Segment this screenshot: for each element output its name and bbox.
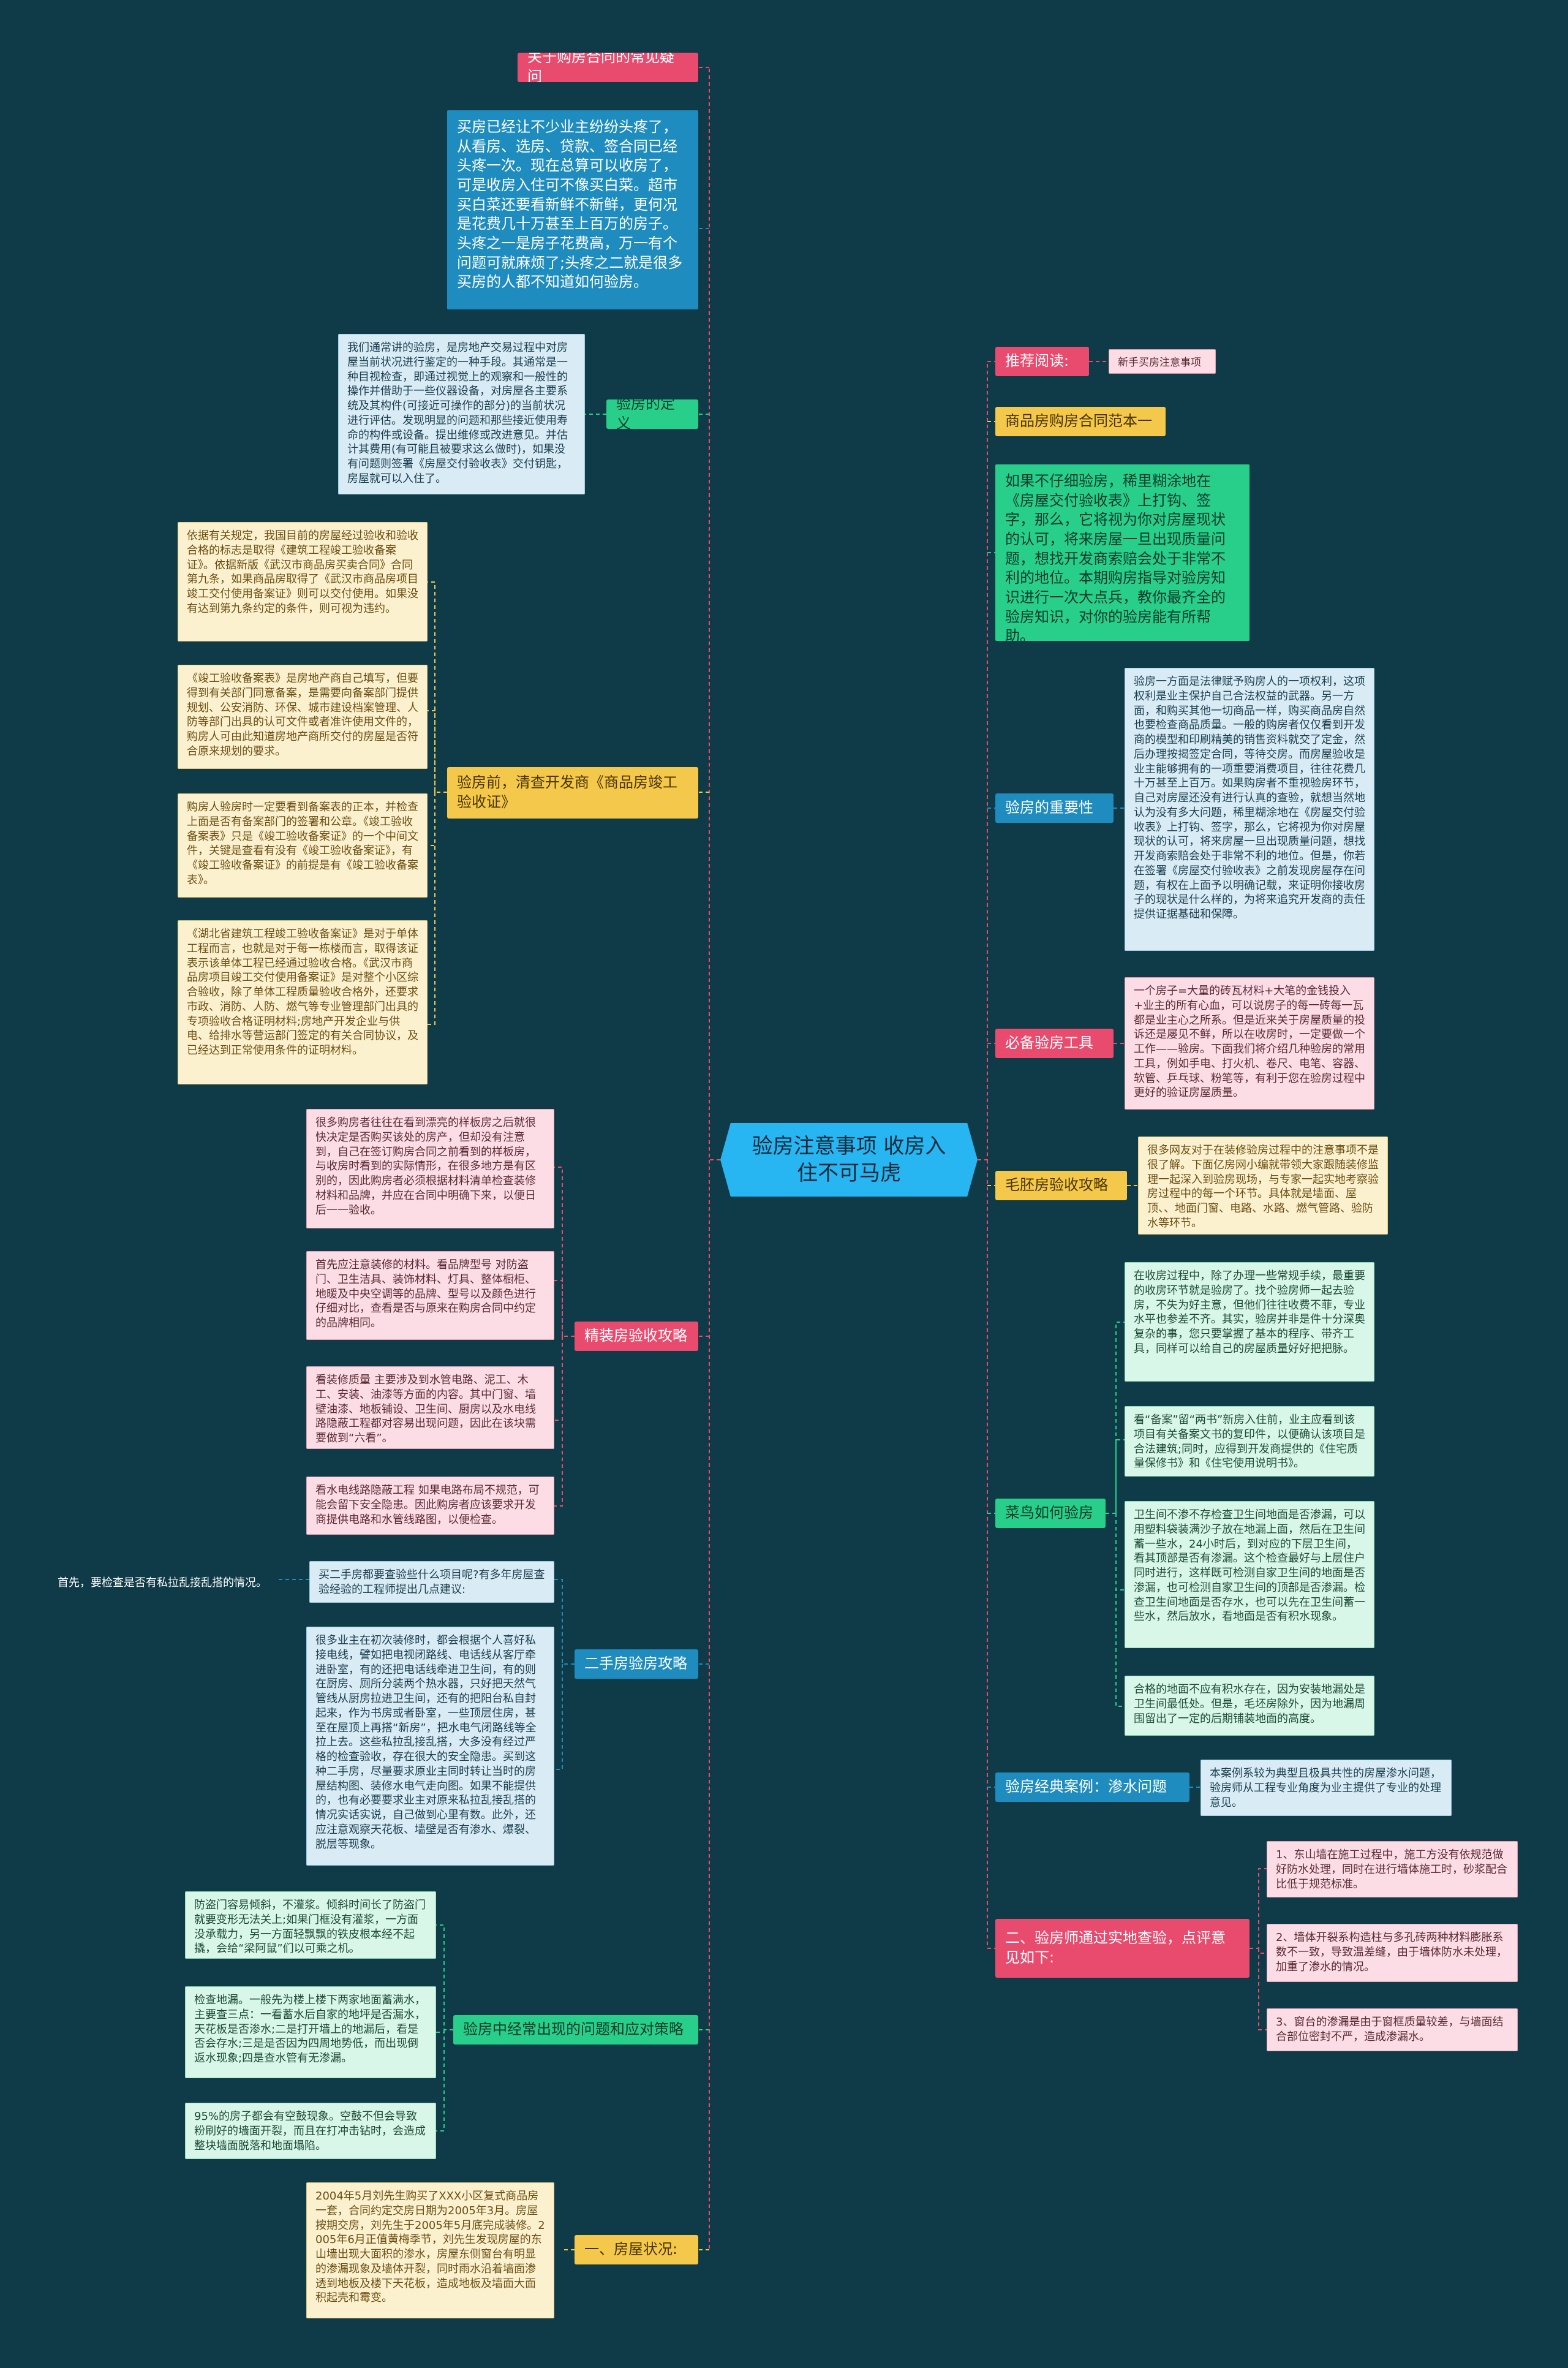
tools-topic[interactable]: 必备验房工具 — [995, 1029, 1114, 1058]
acceptance-item: 《湖北省建筑工程竣工验收备案证》是对于单体工程而言，也就是对于每一栋楼而言，取得… — [178, 920, 428, 1084]
definition-text: 我们通常讲的验房，是房地产交易过程中对房屋当前状况进行鉴定的一种手段。其通常是一… — [338, 334, 585, 494]
faq-topic[interactable]: 关于购房合同的常见疑问 — [518, 53, 698, 82]
classic-case-topic[interactable]: 验房经典案例：渗水问题 — [995, 1772, 1189, 1802]
decoration-item: 首先应注意装修的材料。看品牌型号 对防盗门、卫生洁具、装饰材料、灯具、整体橱柜、… — [306, 1251, 554, 1340]
inspection-item: 3、窗台的渗漏是由于窗框质量较差，与墙面结合部位密封不严，造成渗漏水。 — [1267, 2008, 1518, 2051]
case-status-topic[interactable]: 一、房屋状况: — [575, 2235, 698, 2264]
acceptance-item: 依据有关规定，我国目前的房屋经过验收和验收合格的标志是取得《建筑工程竣工验收备案… — [178, 522, 428, 641]
importance-text: 验房一方面是法律赋予购房人的一项权利，这项权利是业主保护自己合法权益的武器。另一… — [1125, 668, 1374, 951]
novice-item: 在收房过程中，除了办理一些常规手续，最重要的收房环节就是验房了。找个验房师一起去… — [1125, 1262, 1374, 1382]
case-status-text: 2004年5月刘先生购买了XXX小区复式商品房一套，合同约定交房日期为2005年… — [306, 2182, 554, 2318]
classic-case-text: 本案例系较为典型且极具共性的房屋渗水问题，验房师从工程专业角度为业主提供了专业的… — [1200, 1760, 1452, 1816]
common-issues-topic[interactable]: 验房中经常出现的问题和应对策略 — [453, 2015, 698, 2045]
novice-item: 合格的地面不应有积水存在，因为安装地漏处是卫生间最低处。但是，毛坯房除外，因为地… — [1125, 1676, 1374, 1736]
importance-topic[interactable]: 验房的重要性 — [995, 793, 1114, 823]
novice-item: 卫生间不渗不存检查卫生间地面是否渗漏，可以用塑料袋装满沙子放在地漏上面，然后在卫… — [1125, 1501, 1374, 1648]
inspection-item: 1、东山墙在施工过程中，施工方没有依规范做好防水处理，同时在进行墙体施工时，砂浆… — [1267, 1841, 1518, 1897]
inspection-topic[interactable]: 二、验房师通过实地查验，点评意见如下: — [995, 1919, 1250, 1978]
second-hand-topic[interactable]: 二手房验房攻略 — [575, 1649, 698, 1679]
decoration-item: 看装修质量 主要涉及到水管电路、泥工、木工、安装、油漆等方面的内容。其中门窗、墙… — [306, 1366, 554, 1449]
acceptance-topic[interactable]: 验房前，清查开发商《商品房竣工验收证》 — [447, 767, 698, 819]
second-hand-aside: 首先，要检查是否有私拉乱接乱搭的情况。 — [49, 1570, 276, 1594]
inspection-item: 2、墙体开裂系构造柱与多孔砖两种材料膨胀系数不一致，导致温差缝，由于墙体防水未处… — [1267, 1924, 1518, 1982]
common-issue-item: 防盗门容易倾斜，不灌浆。倾斜时间长了防盗门就要变形无法关上;如果门框没有灌浆，一… — [185, 1891, 436, 1959]
acceptance-item: 购房人验房时一定要看到备案表的正本，并检查上面是否有备案部门的签署和公章。《竣工… — [178, 793, 428, 898]
contract-template-topic[interactable]: 商品房购房合同范本一 — [995, 407, 1166, 436]
rough-house-topic[interactable]: 毛胚房验收攻略 — [995, 1171, 1127, 1200]
acceptance-item: 《竣工验收备案表》是房地产商自己填写，但要得到有关部门同意备案，是需要向备案部门… — [178, 665, 428, 769]
central-topic[interactable]: 验房注意事项 收房入住不可马虎 — [720, 1123, 978, 1197]
novice-topic[interactable]: 菜鸟如何验房 — [995, 1499, 1106, 1528]
recommend-link[interactable]: 新手买房注意事项 — [1109, 349, 1216, 374]
common-issue-item: 95%的房子都会有空鼓现象。空鼓不但会导致粉刷好的墙面开裂，而且在打冲击钻时，会… — [185, 2103, 436, 2159]
rough-house-text: 很多网友对于在装修验房过程中的注意事项不是很了解。下面亿房网小编就带领大家跟随装… — [1138, 1137, 1388, 1235]
decoration-item: 看水电线路隐蔽工程 如果电路布局不规范，可能会留下安全隐患。因此购房者应该要求开… — [306, 1477, 554, 1535]
common-issue-item: 检查地漏。一般先为楼上楼下两家地面蓄满水，主要查三点：一看蓄水后自家的地坪是否漏… — [185, 1986, 436, 2078]
second-hand-question: 买二手房都要查验些什么项目呢?有多年房屋查验经验的工程师提出几点建议: — [309, 1561, 554, 1603]
decoration-item: 很多购房者往往在看到漂亮的样板房之后就很快决定是否购买该处的房产，但却没有注意到… — [306, 1109, 554, 1228]
intro-text: 买房已经让不少业主纷纷头疼了，从看房、选房、贷款、签合同已经头疼一次。现在总算可… — [447, 110, 698, 309]
novice-item: 看“备案”留“两书”新房入住前，业主应看到该项目有关备案文书的复印件，以便确认该… — [1125, 1406, 1374, 1477]
second-hand-text: 很多业主在初次装修时，都会根据个人喜好私接电线，譬如把电视闭路线、电话线从客厅牵… — [306, 1627, 554, 1866]
definition-topic[interactable]: 验房的定义 — [606, 399, 698, 429]
tools-text: 一个房子=大量的砖瓦材料+大笔的金钱投入+业主的所有心血，可以说房子的每一砖每一… — [1125, 977, 1374, 1110]
warning-text: 如果不仔细验房，稀里糊涂地在《房屋交付验收表》上打钩、签字，那么，它将视为你对房… — [995, 464, 1250, 641]
recommend-topic[interactable]: 推荐阅读: — [995, 347, 1089, 376]
decoration-topic[interactable]: 精装房验收攻略 — [575, 1322, 698, 1351]
